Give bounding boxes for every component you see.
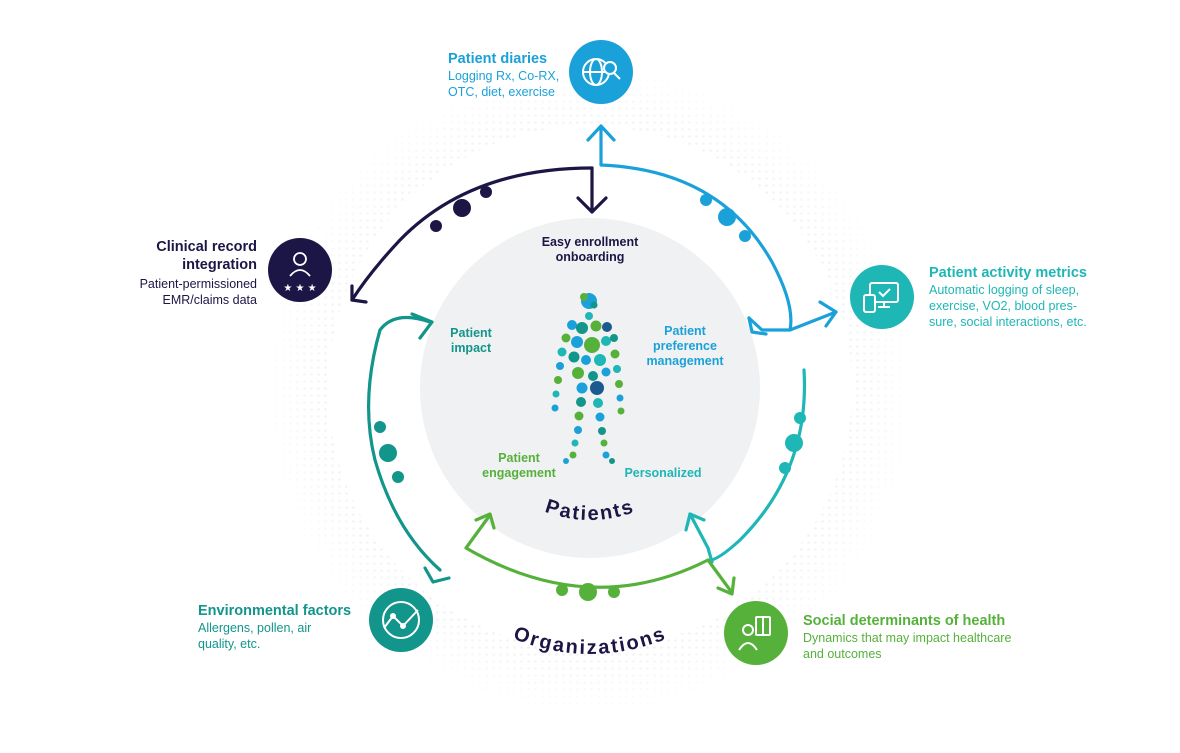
enrollment-label-2: onboarding — [555, 250, 625, 264]
ring-dots — [374, 186, 806, 601]
arrow-head-preference — [747, 316, 768, 336]
preference-label-3: management — [646, 354, 724, 368]
environmental-desc-1: Allergens, pollen, air — [198, 621, 312, 635]
engagement-label-2: engagement — [482, 466, 556, 480]
activity-metrics-desc-3: sure, social interactions, etc. — [929, 315, 1087, 329]
monitor-checklist-icon — [863, 282, 899, 313]
arrow-head-impact — [410, 312, 434, 340]
social-determinants-desc-2: and outcomes — [803, 647, 882, 661]
social-determinants-desc-1: Dynamics that may impact healthcare — [803, 631, 1012, 645]
preference-label-2: preference — [653, 339, 717, 353]
personalized-label-text: Personalized — [624, 466, 702, 480]
person-rating-icon: ★ ★ ★ — [283, 252, 317, 294]
arrow-head-clinical — [350, 284, 368, 304]
activity-metrics-desc-1: Automatic logging of sleep, — [929, 283, 1080, 297]
node-patient-diaries — [569, 40, 633, 104]
arrow-head-diaries — [586, 124, 616, 142]
human-figure — [551, 293, 625, 464]
arc-impact — [366, 315, 442, 572]
social-determinants-title: Social determinants of health — [803, 613, 1006, 629]
patient-diaries-desc-1: Logging Rx, Co-RX, — [448, 69, 560, 83]
arc-activity-connector — [747, 310, 838, 332]
arrow-head-engagement — [474, 512, 496, 530]
enrollment-label: Easy enrollment onboarding — [520, 235, 660, 265]
patient-diaries-label: Patient diaries Logging Rx, Co-RX, OTC, … — [448, 50, 559, 100]
node-environmental — [369, 588, 433, 652]
environmental-desc-2: quality, etc. — [198, 637, 261, 651]
activity-metrics-title: Patient activity metrics — [929, 265, 1087, 281]
impact-label: Patient impact — [436, 326, 506, 356]
person-map-icon — [738, 616, 771, 651]
patient-diaries-title: Patient diaries — [448, 51, 548, 67]
preference-label-1: Patient — [664, 324, 706, 338]
social-determinants-label: Social determinants of health Dynamics t… — [803, 612, 1011, 662]
arc-preference — [599, 126, 793, 332]
arrow-head-environmental — [423, 566, 451, 584]
svg-text:★ ★ ★: ★ ★ ★ — [283, 283, 316, 294]
engagement-label: Patient engagement — [474, 451, 564, 481]
arrow-head-personalized — [684, 512, 706, 532]
node-social-determinants — [724, 601, 788, 665]
activity-metrics-label: Patient activity metrics Automatic loggi… — [929, 264, 1087, 330]
node-activity-metrics — [850, 265, 914, 329]
impact-label-2: impact — [450, 341, 492, 355]
clinical-desc-2: EMR/claims data — [162, 293, 257, 307]
arrow-head-social — [716, 576, 736, 596]
clinical-title-1: Clinical record — [156, 239, 257, 255]
environmental-label: Environmental factors Allergens, pollen,… — [198, 602, 351, 652]
environmental-title: Environmental factors — [198, 603, 352, 619]
personalized-label: Personalized — [616, 466, 710, 481]
node-clinical: ★ ★ ★ — [268, 238, 332, 302]
line-chart-circle-icon — [382, 601, 420, 639]
enrollment-label-1: Easy enrollment — [541, 235, 639, 249]
arc-enrollment — [350, 166, 594, 302]
clinical-label: Clinical record integration Patient-perm… — [140, 238, 257, 308]
engagement-label-1: Patient — [498, 451, 540, 465]
clinical-desc-1: Patient-permissioned — [139, 277, 257, 291]
preference-label: Patient preference management — [638, 324, 732, 369]
impact-label-1: Patient — [450, 326, 492, 340]
activity-metrics-desc-2: exercise, VO2, blood pres- — [929, 299, 1077, 313]
arrow-head-enrollment — [576, 166, 608, 214]
arrow-head-activity — [818, 300, 838, 328]
arc-personalized-tail — [688, 512, 714, 564]
clinical-title-2: integration — [182, 257, 257, 273]
patient-diaries-desc-2: OTC, diet, exercise — [448, 85, 555, 99]
globe-search-icon — [582, 58, 621, 86]
